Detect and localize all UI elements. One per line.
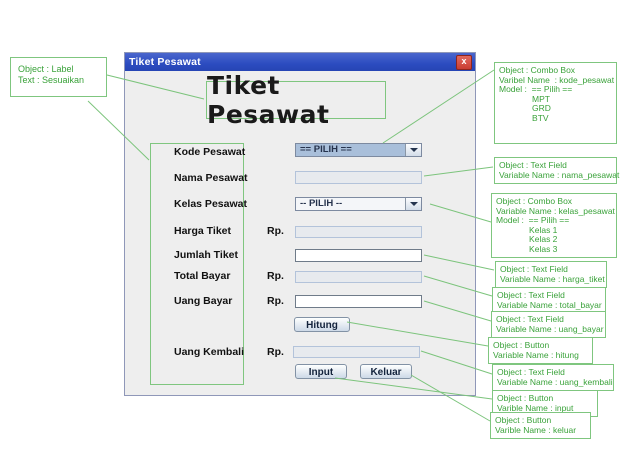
annotation-text: GRD — [499, 103, 551, 113]
annotation-uang-kembali: Object : Text Field Variable Name : uang… — [492, 364, 614, 391]
label-jumlah-tiket: Jumlah Tiket — [174, 249, 238, 261]
rp-prefix-kembali: Rp. — [267, 346, 284, 358]
annotation-text: Kelas 2 — [496, 234, 558, 244]
annotation-text: MPT — [499, 93, 551, 104]
uang-bayar-field[interactable] — [295, 295, 422, 308]
annotation-harga-tiket: Object : Text Field Variable Name : harg… — [495, 261, 607, 288]
annotation-keluar: Object : Button Varible Name : keluar — [490, 412, 591, 439]
label-kode-pesawat: Kode Pesawat — [174, 146, 246, 158]
annotation-text: Object : Button — [497, 393, 554, 403]
uang-kembali-field[interactable] — [293, 346, 420, 358]
label-uang-bayar: Uang Bayar — [174, 295, 233, 307]
label-kelas-pesawat: Kelas Pesawat — [174, 198, 247, 210]
label-uang-kembali: Uang Kembali — [174, 346, 245, 358]
annotation-text: Object : Text Field — [496, 314, 564, 324]
annotation-text: Varible Name : keluar — [495, 424, 577, 435]
annotation-text: Object : Button — [493, 340, 550, 350]
annotation-text: Variable Name : hitung — [493, 349, 579, 360]
annotation-text: Object : Text Field — [497, 367, 565, 377]
rp-prefix-harga: Rp. — [267, 225, 284, 237]
kode-pesawat-combobox[interactable]: == PILIH == — [295, 143, 422, 157]
annotation-uang-bayar: Object : Text Field Variable Name : uang… — [491, 311, 606, 338]
annotation-text: Object : Button — [495, 415, 552, 425]
annotation-text: Variable Name : uang_kembali — [497, 376, 613, 387]
annotation-text: Object : Label — [18, 64, 74, 74]
annotation-text: Variable Name : nama_pesawat — [499, 169, 620, 180]
annotation-text: Object : Combo Box — [496, 196, 573, 206]
annotation-total-bayar: Object : Text Field Variable Name : tota… — [492, 287, 606, 314]
labels-group-box — [150, 143, 244, 385]
annotation-text: Object : Text Field — [497, 290, 565, 300]
kelas-pesawat-combobox-value: -- PILIH -- — [300, 198, 343, 209]
annotation-hitung: Object : Button Variable Name : hitung — [488, 337, 593, 364]
annotation-text: Model : == Pilih == — [496, 215, 570, 225]
kelas-combobox-arrow-button[interactable] — [405, 198, 421, 210]
annotation-text: Kelas 3 — [496, 243, 558, 254]
close-icon: x — [461, 56, 467, 66]
annotation-text: Object : Text Field — [500, 264, 568, 274]
kode-combobox-arrow-button[interactable] — [405, 144, 421, 156]
annotation-text: Kelas 1 — [496, 224, 558, 235]
close-button[interactable]: x — [456, 55, 472, 70]
chevron-down-icon — [409, 148, 418, 152]
hitung-button[interactable]: Hitung — [294, 317, 350, 332]
annotation-text: Text : Sesuaikan — [18, 75, 85, 85]
annotation-text: Variable Name : uang_bayar — [496, 323, 604, 334]
jumlah-tiket-field[interactable] — [295, 249, 422, 262]
label-total-bayar: Total Bayar — [174, 270, 231, 282]
annotation-kode-pesawat: Object : Combo Box Varibel Name : kode_p… — [494, 62, 617, 144]
rp-prefix-bayar: Rp. — [267, 295, 284, 307]
label-nama-pesawat: Nama Pesawat — [174, 172, 248, 184]
annotation-nama-pesawat: Object : Text Field Variable Name : nama… — [494, 157, 620, 184]
app-window: Tiket Pesawat x Tiket Pesawat Kode Pesaw… — [124, 52, 476, 396]
total-bayar-field[interactable] — [295, 271, 422, 283]
kelas-pesawat-combobox[interactable]: -- PILIH -- — [295, 197, 422, 211]
chevron-down-icon — [409, 202, 418, 206]
rp-prefix-total: Rp. — [267, 270, 284, 282]
form-heading: Tiket Pesawat — [207, 71, 330, 129]
annotation-text: Model : == Pilih == — [499, 84, 573, 94]
annotation-text: Object : Text Field — [499, 160, 567, 170]
harga-tiket-field[interactable] — [295, 226, 422, 238]
annotation-text: Varibel Name : kode_pesawat — [499, 74, 615, 85]
window-titlebar: Tiket Pesawat — [125, 53, 475, 71]
annotation-text: Varible Name : input — [497, 402, 574, 413]
annotation-text: BTV — [499, 112, 549, 123]
annotation-kelas-pesawat: Object : Combo Box Variable Name : kelas… — [491, 193, 617, 258]
annotation-text: Variable Name : harga_tiket — [500, 273, 605, 284]
annotation-text: Variable Name : kelas_pesawat — [496, 205, 615, 216]
label-harga-tiket: Harga Tiket — [174, 225, 231, 237]
kode-pesawat-combobox-value: == PILIH == — [296, 144, 405, 156]
form-heading-box: Tiket Pesawat — [206, 71, 386, 129]
annotation-text: Object : Combo Box — [499, 65, 576, 75]
nama-pesawat-field[interactable] — [295, 171, 422, 184]
input-button[interactable]: Input — [295, 364, 347, 379]
keluar-button[interactable]: Keluar — [360, 364, 412, 379]
annotation-label-note: Object : Label Text : Sesuaikan — [10, 57, 107, 97]
annotation-text: Variable Name : total_bayar — [497, 299, 602, 310]
window-title: Tiket Pesawat — [129, 56, 201, 68]
